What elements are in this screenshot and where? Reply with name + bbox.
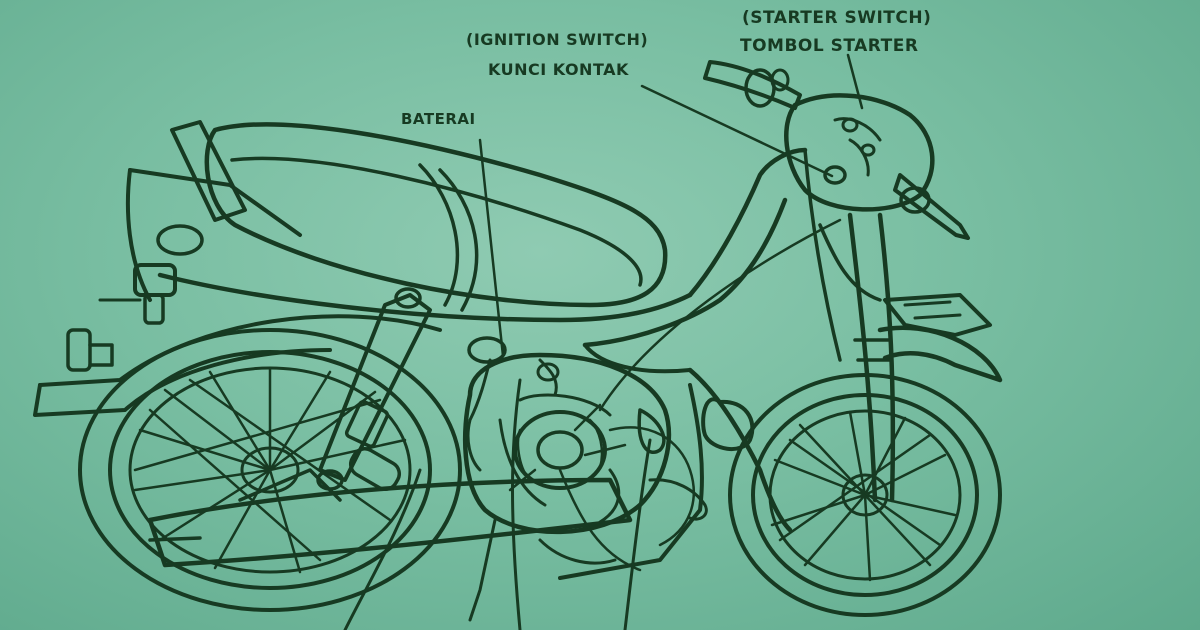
starter-switch-label-english: (STARTER SWITCH) [742, 8, 932, 28]
wiring-harness [343, 218, 842, 630]
swingarm-chain-guard [147, 447, 633, 568]
engine [462, 336, 708, 622]
battery-label: BATERAI [401, 110, 476, 128]
front-fork-and-handlebar [703, 60, 970, 503]
front-fender [877, 293, 1003, 383]
ignition-switch-leader-line [640, 84, 834, 178]
seat [170, 120, 668, 312]
starter-switch-leader-line [846, 53, 864, 110]
ignition-switch-label-indonesian: KUNCI KONTAK [488, 60, 629, 79]
leader-lines [478, 53, 864, 358]
rear-shock-absorber [316, 287, 432, 491]
battery-leader-line [478, 138, 505, 358]
front-wheel [728, 373, 1002, 617]
rear-wheel-spokes [133, 366, 407, 574]
rear-wheel [78, 328, 462, 612]
starter-switch-label-indonesian: TOMBOL STARTER [740, 36, 919, 56]
front-wheel-spokes [770, 410, 957, 582]
ignition-switch-label-english: (IGNITION SWITCH) [466, 30, 649, 49]
